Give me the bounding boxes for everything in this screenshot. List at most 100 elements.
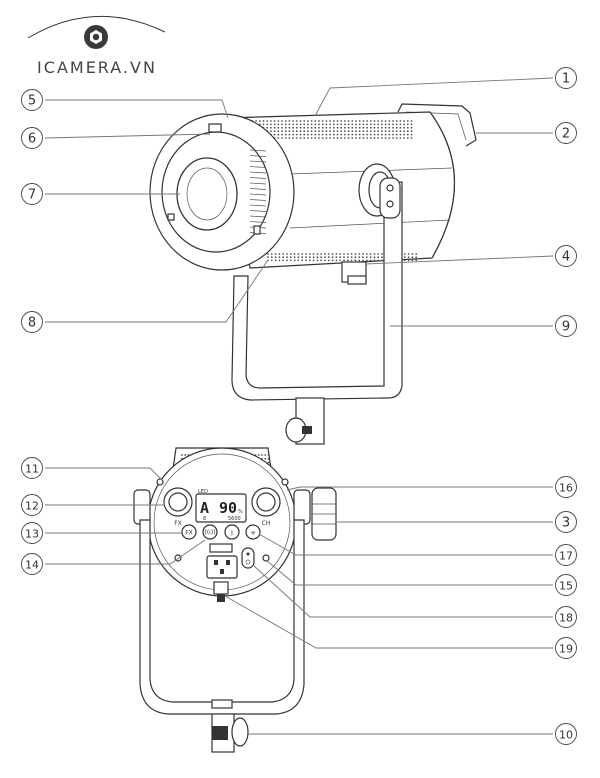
vent-hole xyxy=(344,120,346,122)
callout-circle xyxy=(21,494,43,516)
vent-hole xyxy=(381,126,383,129)
vent-hole xyxy=(358,133,361,136)
vent-hole xyxy=(295,130,298,133)
mount-rib xyxy=(249,177,267,179)
vent-hole xyxy=(327,259,330,262)
vent-hole xyxy=(384,133,387,136)
vent-hole xyxy=(355,133,357,136)
vent-hole xyxy=(344,137,346,139)
callout-leader-line xyxy=(45,467,163,481)
vent-hole xyxy=(355,126,357,129)
mount-rib xyxy=(249,155,267,157)
vent-hole xyxy=(307,133,309,136)
vent-hole xyxy=(381,130,383,133)
ch-dial-cap[interactable] xyxy=(256,492,276,512)
vent-hole xyxy=(292,120,294,122)
power-switch-on-mark xyxy=(246,552,250,556)
vent-hole xyxy=(373,259,376,262)
vent-hole xyxy=(307,120,309,122)
mount-rib xyxy=(249,160,267,163)
wireless-button-ring[interactable] xyxy=(202,524,218,540)
vent-hole xyxy=(277,126,280,129)
fx-dial-label: FX xyxy=(174,520,182,527)
vent-hole xyxy=(320,259,323,262)
vent-hole xyxy=(321,123,324,126)
vent-hole xyxy=(358,130,361,133)
fx-dial-cap[interactable] xyxy=(168,492,188,512)
lcd-brand: LED xyxy=(198,489,208,495)
rear-spigot-lock-knob[interactable] xyxy=(231,717,249,747)
vent-hole xyxy=(281,120,283,122)
vent-hole xyxy=(411,253,414,255)
vent-hole xyxy=(266,123,269,126)
vent-hole xyxy=(293,253,296,255)
vent-hole xyxy=(303,133,306,136)
vent-hole xyxy=(329,120,331,122)
vent-hole xyxy=(303,120,306,122)
vent-hole xyxy=(365,259,368,262)
light-button-ring[interactable] xyxy=(245,524,261,540)
vent-hole xyxy=(299,137,302,139)
bluetooth-button-ring[interactable] xyxy=(224,524,240,540)
callout-number: 10 xyxy=(559,729,573,742)
fx-dial[interactable]: FX xyxy=(163,487,193,527)
ch-dial[interactable]: CH xyxy=(251,487,281,527)
vent-hole xyxy=(292,130,294,133)
callout-circle xyxy=(555,511,577,533)
vent-hole xyxy=(270,126,272,129)
vent-hole xyxy=(410,130,413,133)
light-button[interactable]: ✳ xyxy=(245,524,261,540)
fx-button-ring[interactable] xyxy=(181,524,197,540)
vent-hole xyxy=(403,253,406,255)
vent-hole xyxy=(403,130,405,133)
vent-hole xyxy=(373,123,376,126)
mount-rib xyxy=(249,171,267,174)
lcd-sub-left: 8 xyxy=(203,516,206,522)
ac-power-socket[interactable] xyxy=(206,555,238,579)
vent-hole xyxy=(410,137,413,139)
light-side-view xyxy=(149,103,477,445)
vent-hole xyxy=(332,126,335,129)
vent-hole xyxy=(381,137,383,139)
vent-hole xyxy=(273,123,276,126)
callout-17: 17 xyxy=(258,533,577,566)
vent-hole xyxy=(351,126,354,129)
vent-hole xyxy=(325,130,328,133)
wireless-button[interactable]: ((ı)) xyxy=(202,524,218,540)
vent-hole xyxy=(329,130,331,133)
vent-hole xyxy=(274,253,277,255)
vent-hole xyxy=(340,130,343,133)
vent-hole xyxy=(407,256,410,259)
vent-hole xyxy=(324,256,326,259)
vent-hole xyxy=(316,259,319,262)
vent-hole xyxy=(329,137,331,139)
vent-hole xyxy=(310,137,313,139)
vent-hole xyxy=(321,130,324,133)
vent-hole xyxy=(403,259,406,262)
yoke-screw-bottom xyxy=(386,200,394,208)
callout-circle xyxy=(555,637,577,659)
callout-number: 5 xyxy=(28,94,36,109)
vent-hole xyxy=(366,123,368,126)
vent-hole xyxy=(335,253,338,255)
vent-hole xyxy=(316,256,319,259)
vent-hole xyxy=(344,130,346,133)
vent-hole xyxy=(336,120,339,122)
vent-hole xyxy=(407,253,410,255)
power-switch[interactable] xyxy=(241,547,255,569)
vent-hole xyxy=(407,259,410,262)
vent-hole xyxy=(399,126,402,129)
vent-hole xyxy=(314,126,317,129)
bluetooth-button[interactable]: ᛒ xyxy=(224,524,240,540)
lcd-sub-right: 5600 xyxy=(228,516,241,522)
vent-hole xyxy=(331,259,334,262)
wireless-icon: ((ı)) xyxy=(204,529,215,536)
vent-hole xyxy=(281,130,283,133)
vent-hole xyxy=(301,253,304,255)
callout-circle xyxy=(21,457,43,479)
callout-circle xyxy=(555,67,577,89)
vent-hole xyxy=(350,256,353,259)
yoke-lock-handle[interactable] xyxy=(311,487,337,541)
vent-hole xyxy=(344,126,346,129)
fx-button[interactable]: FX xyxy=(181,524,197,540)
